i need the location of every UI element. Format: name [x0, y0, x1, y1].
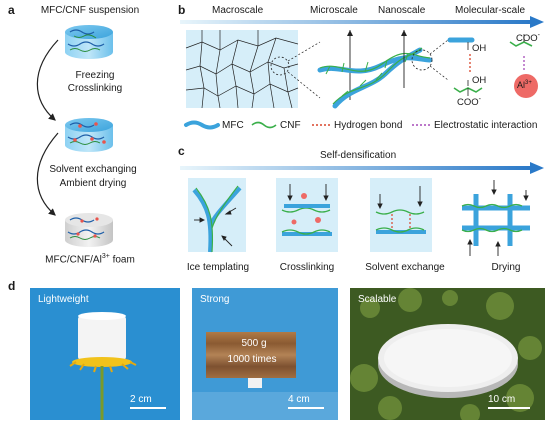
- legend-swatches: [184, 120, 430, 130]
- crosslinking-box: [276, 178, 338, 252]
- self-densification-title: Self-densification: [320, 150, 397, 161]
- legend-electrostatic: Electrostatic interaction: [434, 120, 538, 131]
- coo-label-2: COO-: [516, 32, 540, 45]
- photo-lightweight-label: Lightweight: [38, 294, 89, 305]
- foam-on-flower: [69, 312, 137, 420]
- photo-scalable: Scalable 10 cm: [350, 288, 545, 420]
- photo-lightweight: Lightweight 2 cm: [30, 288, 180, 420]
- scale-bar-4cm: 4 cm: [288, 394, 324, 409]
- microscale-fibers: [317, 30, 449, 109]
- crosslinked-cylinder: [65, 118, 113, 152]
- ice-templating-box: [188, 178, 246, 253]
- panel-b-letter: b: [178, 3, 186, 17]
- scale-bar-2cm: 2 cm: [130, 394, 166, 409]
- suspension-cylinder: [65, 25, 113, 59]
- molecular-electrostatic: [509, 34, 538, 98]
- foam-cylinder: [65, 213, 113, 247]
- solvent-exchange-box: [370, 178, 432, 252]
- legend-mfc: MFC: [222, 120, 244, 131]
- step-drying: Drying: [491, 262, 521, 273]
- nanoscale-fibers: [401, 30, 407, 88]
- legend-hbond: Hydrogen bond: [334, 120, 403, 131]
- panel-c-letter: c: [178, 144, 185, 158]
- scale-nano: Nanoscale: [378, 5, 426, 16]
- panel-a-graphics: [36, 25, 113, 247]
- step1-line2: Crosslinking: [67, 83, 123, 94]
- final-foam-label: MFC/CNF/Al3+ foam: [45, 253, 135, 266]
- wood-weight-on-foam: [192, 332, 338, 420]
- scale-bar-10cm: 10 cm: [488, 394, 530, 409]
- suspension-title: MFC/CNF suspension: [40, 5, 140, 16]
- densification-arrow: [180, 162, 544, 174]
- oh-label-1: OH: [472, 43, 487, 54]
- scale-micro: Microscale: [310, 5, 358, 16]
- legend-cnf: CNF: [280, 120, 301, 131]
- panel-a-letter: a: [8, 3, 15, 17]
- sign-cycles: 1000 times: [227, 354, 277, 365]
- large-foam-disk: [350, 288, 545, 420]
- macroscale-network: [185, 30, 321, 109]
- al-ion-label: Al3+: [517, 80, 532, 90]
- photo-strong-label: Strong: [200, 294, 230, 305]
- step-ice-templating: Ice templating: [186, 262, 250, 273]
- scale-molecular: Molecular-scale: [455, 5, 526, 16]
- step-crosslinking: Crosslinking: [279, 262, 335, 273]
- photo-scalable-label: Scalable: [358, 294, 397, 305]
- step2-line1: Solvent exchanging: [49, 164, 137, 175]
- panel-c-graphics: [188, 178, 530, 256]
- coo-label-1: COO-: [457, 96, 481, 109]
- step-solvent-exchange: Solvent exchange: [365, 262, 445, 273]
- molecular-hbond: [447, 37, 483, 96]
- step1-line1: Freezing: [75, 70, 115, 81]
- scale-arrow: [180, 16, 544, 28]
- step2-line2: Ambient drying: [59, 178, 127, 189]
- panel-d-letter: d: [8, 279, 16, 293]
- panel-b-graphics: [184, 30, 538, 130]
- oh-label-2: OH: [472, 75, 487, 86]
- photo-strong: Strong 500 g 1000 times 4 cm: [192, 288, 338, 420]
- scale-macro: Macroscale: [212, 5, 264, 16]
- sign-weight: 500 g: [241, 338, 267, 349]
- drying-network: [461, 180, 530, 256]
